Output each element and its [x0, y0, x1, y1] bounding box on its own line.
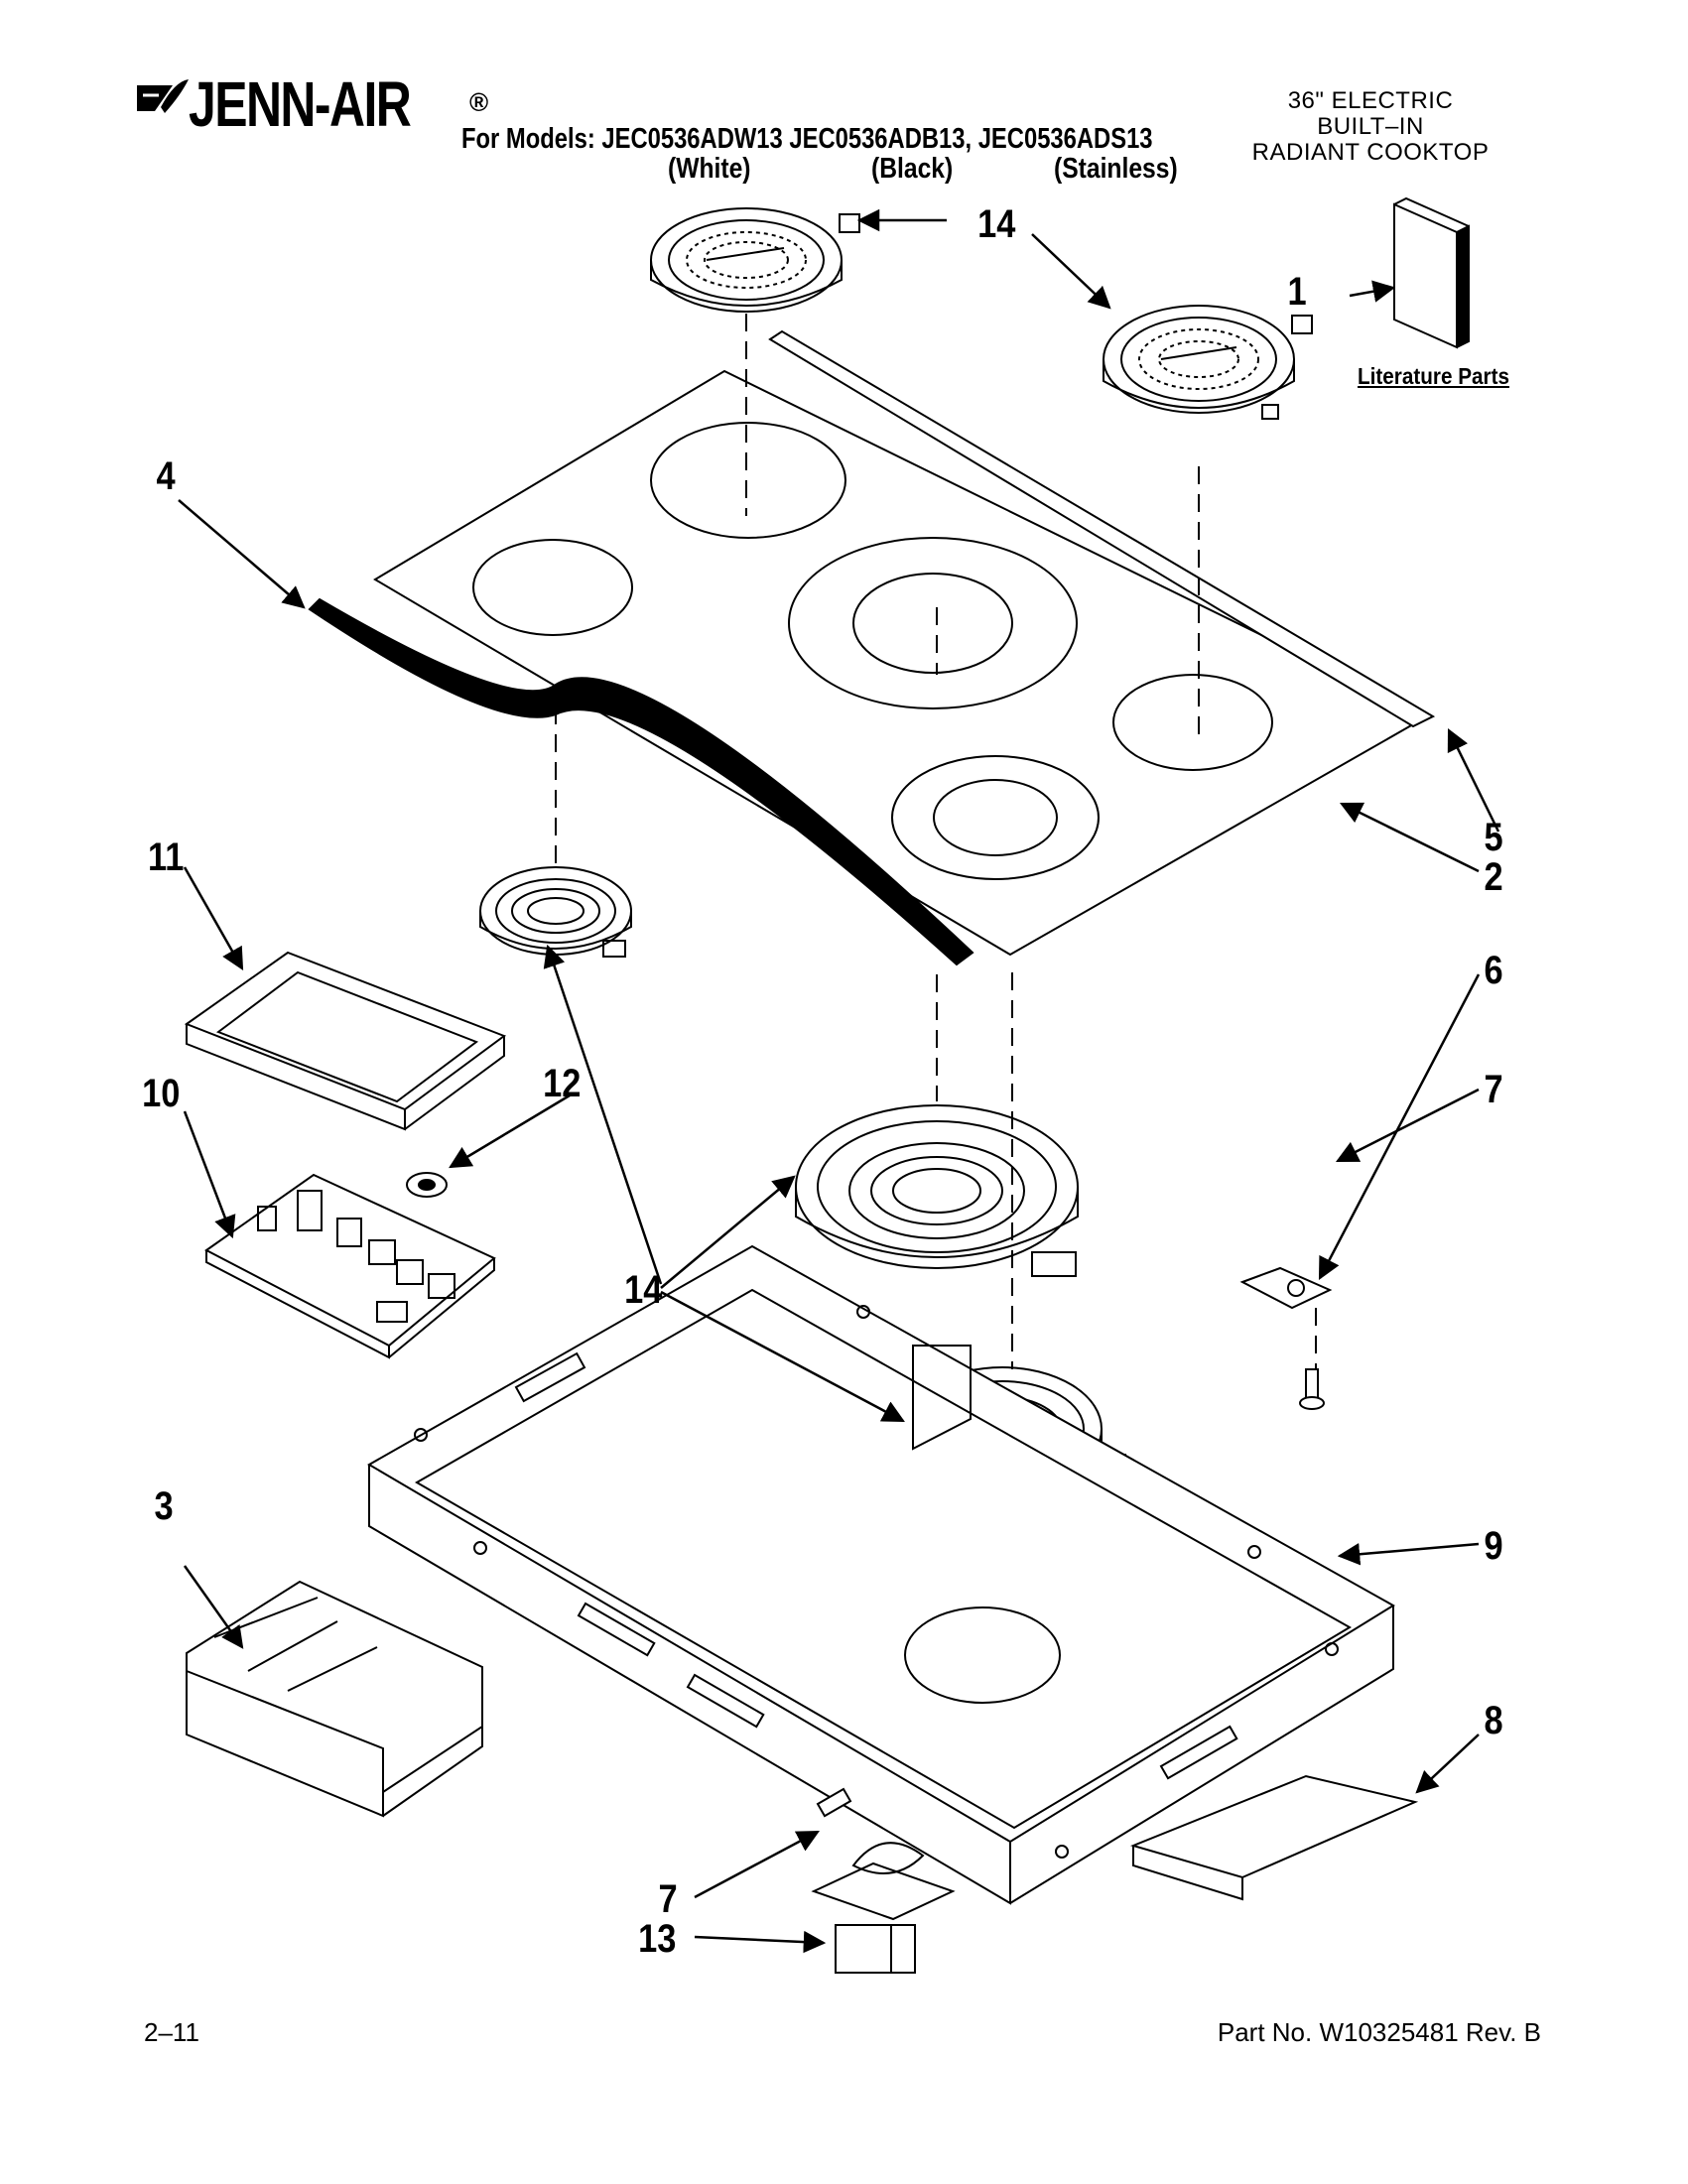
callout-2: 2: [1484, 855, 1503, 899]
callout-7-lower: 7: [658, 1877, 678, 1921]
model-color-black: (Black): [871, 153, 954, 185]
radiant-element-rear-right: [1103, 305, 1313, 420]
coil-element-large-dual: [795, 1104, 1079, 1277]
models-line: For Models: JEC0536ADW13 JEC0536ADB13, J…: [461, 123, 1153, 155]
model-color-stainless: (Stainless): [1054, 153, 1178, 185]
model-color-white: (White): [668, 153, 751, 185]
literature-parts-label: Literature Parts: [1358, 363, 1510, 389]
title-line-1: 36" ELECTRIC: [1287, 87, 1454, 114]
burner-box: [367, 1244, 1395, 1905]
callout-9: 9: [1484, 1524, 1503, 1568]
cover-plate: [1129, 1774, 1419, 1901]
title-line-3: RADIANT COOKTOP: [1251, 139, 1490, 166]
callout-14-top: 14: [977, 202, 1016, 246]
screw-small: [1299, 1368, 1325, 1410]
terminal-tray: [184, 951, 507, 1131]
callout-14-middle: 14: [624, 1268, 663, 1312]
callout-5: 5: [1484, 816, 1503, 859]
title-line-2: BUILT–IN: [1317, 113, 1424, 140]
radiant-element-rear-left: [650, 207, 860, 313]
brand-name: JENN-AIR: [189, 68, 412, 140]
callout-4: 4: [156, 454, 176, 498]
jenn-air-logo-icon: [135, 77, 191, 124]
glass-cooktop: [373, 369, 1430, 957]
control-board: [204, 1173, 496, 1359]
part-number: Part No. W10325481 Rev. B: [1217, 2017, 1541, 2047]
callout-6: 6: [1484, 949, 1503, 992]
rear-trim-strip: [768, 329, 1436, 728]
coil-element-small: [479, 866, 632, 958]
literature-booklet: [1393, 196, 1470, 349]
callout-12: 12: [543, 1062, 582, 1105]
callout-13: 13: [638, 1917, 677, 1961]
callout-10: 10: [142, 1072, 181, 1115]
callout-7-upper: 7: [1484, 1068, 1503, 1111]
callout-leaders: [178, 208, 1500, 1954]
page-number: 2–11: [144, 2017, 199, 2047]
junction-box: [186, 1580, 483, 1818]
callout-3: 3: [154, 1484, 174, 1528]
callout-8: 8: [1484, 1699, 1503, 1742]
brand-registered-mark: ®: [469, 87, 489, 117]
callout-1: 1: [1287, 270, 1307, 314]
mounting-bracket: [1239, 1266, 1333, 1310]
callout-11: 11: [147, 835, 185, 879]
front-trim-strip: [308, 597, 974, 966]
limit-switch: [406, 1172, 448, 1198]
screw-large: [816, 1787, 852, 1818]
fan-motor: [811, 1842, 956, 1974]
